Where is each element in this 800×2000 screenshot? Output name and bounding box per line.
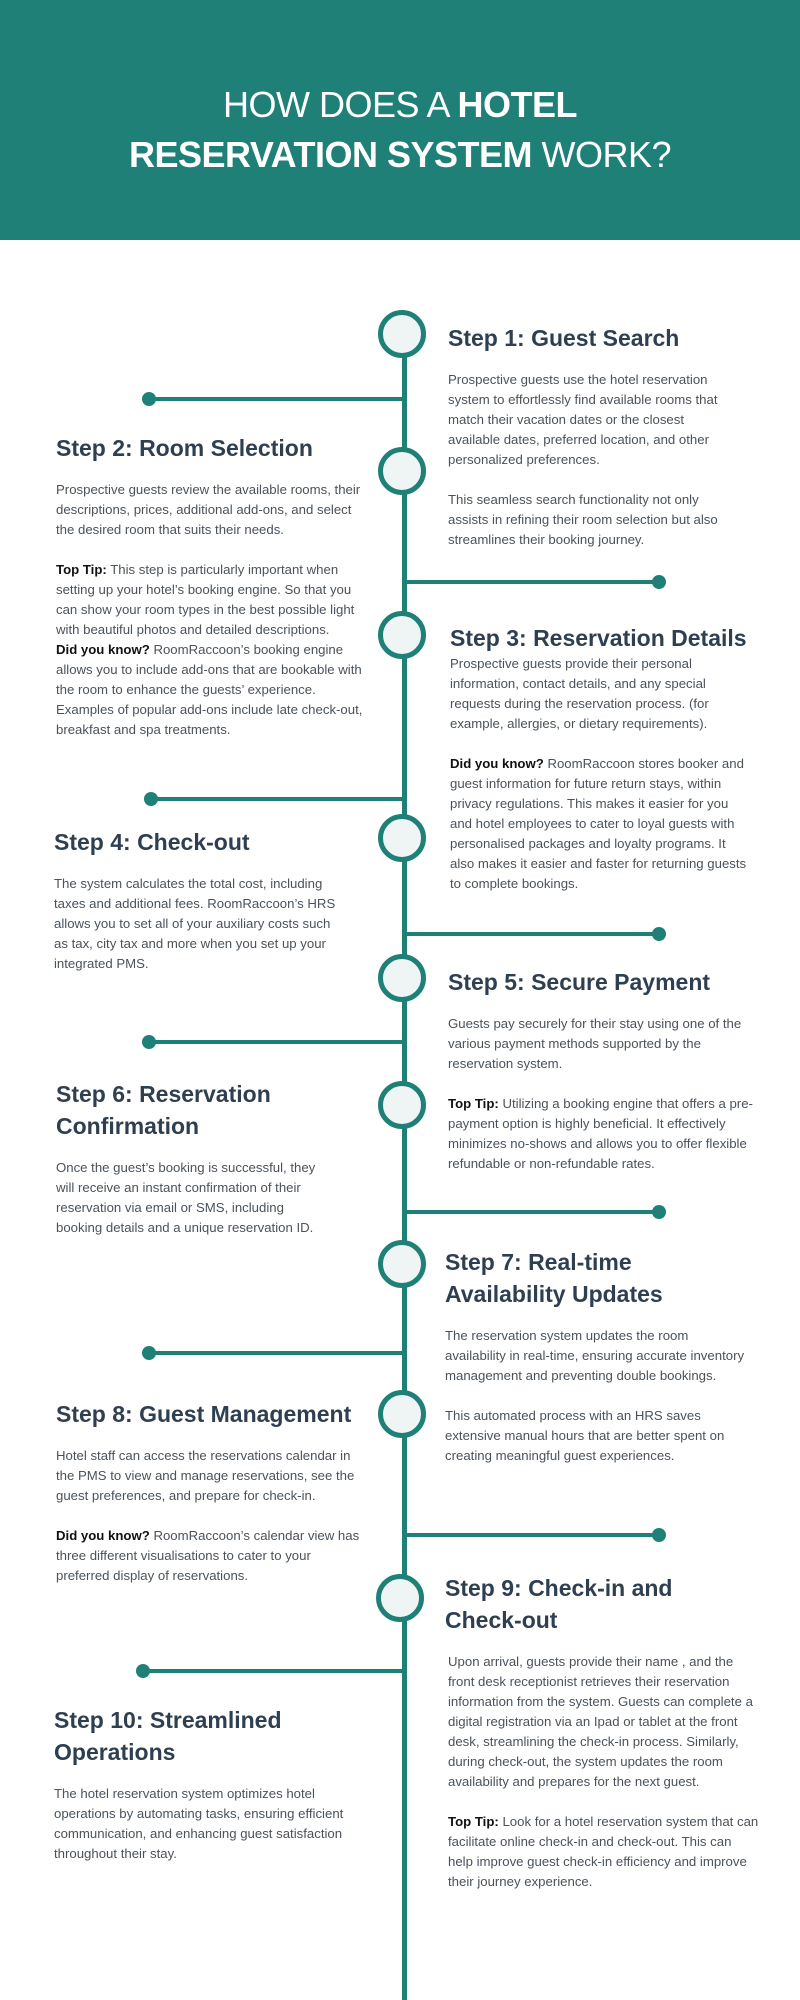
step-8-title: Step 8: Guest Management	[56, 1401, 352, 1427]
timeline-node-8	[378, 1390, 426, 1438]
connector-line	[150, 1351, 404, 1355]
step-8-card: Step 8: Guest Management Hotel staff can…	[56, 1398, 366, 1606]
step-7-text: The reservation system updates the room …	[445, 1328, 745, 1383]
connector-dot	[144, 792, 158, 806]
step-7-title: Step 7: Real-time Availability Updates	[445, 1249, 663, 1307]
connector-line	[404, 1533, 660, 1537]
connector-line	[150, 397, 404, 401]
step-4-text: The system calculates the total cost, in…	[54, 876, 336, 971]
timeline-node-1	[378, 310, 426, 358]
connector-dot	[142, 1035, 156, 1049]
step-8-did-you-know: Did you know? RoomRaccoon’s calendar vie…	[56, 1528, 360, 1583]
timeline-node-7	[378, 1240, 426, 1288]
step-4-card: Step 4: Check-out The system calculates …	[54, 826, 344, 994]
timeline-node-4	[378, 814, 426, 862]
step-6-card: Step 6: Reservation Confirmation Once th…	[56, 1078, 316, 1258]
connector-dot	[142, 1346, 156, 1360]
connector-line	[404, 1210, 660, 1214]
step-1-text-2: This seamless search functionality not o…	[448, 492, 718, 547]
timeline-node-2	[378, 447, 426, 495]
connector-dot	[136, 1664, 150, 1678]
step-2-card: Step 2: Room Selection Prospective guest…	[56, 432, 368, 760]
step-2-did-you-know: Did you know? RoomRaccoon’s booking engi…	[56, 642, 363, 737]
timeline-node-6	[378, 1081, 426, 1129]
connector-dot	[652, 1205, 666, 1219]
step-1-title: Step 1: Guest Search	[448, 325, 680, 351]
step-10-card: Step 10: Streamlined Operations The hote…	[54, 1704, 354, 1884]
step-10-text: The hotel reservation system optimizes h…	[54, 1786, 344, 1861]
step-7-text-2: This automated process with an HRS saves…	[445, 1408, 725, 1463]
connector-line	[404, 932, 660, 936]
timeline-node-3	[378, 611, 426, 659]
connector-dot	[652, 575, 666, 589]
step-10-title: Step 10: Streamlined Operations	[54, 1707, 282, 1765]
step-6-text: Once the guest’s booking is successful, …	[56, 1160, 316, 1235]
step-7-card: Step 7: Real-time Availability Updates T…	[445, 1246, 750, 1486]
step-9-card: Step 9: Check-in and Check-out Upon arri…	[445, 1572, 760, 1912]
step-4-title: Step 4: Check-out	[54, 829, 250, 855]
step-5-text: Guests pay securely for their stay using…	[448, 1016, 742, 1071]
step-5-card: Step 5: Secure Payment Guests pay secure…	[448, 966, 768, 1194]
connector-dot	[142, 392, 156, 406]
step-3-did-you-know: Did you know? RoomRaccoon stores booker …	[450, 756, 747, 891]
step-9-tip: Top Tip: Look for a hotel reservation sy…	[448, 1814, 759, 1889]
timeline-node-9	[376, 1574, 424, 1622]
timeline-spine	[402, 340, 407, 2000]
step-3-title: Step 3: Reservation Details	[450, 625, 747, 651]
timeline-node-5	[378, 954, 426, 1002]
step-6-title: Step 6: Reservation Confirmation	[56, 1081, 271, 1139]
connector-line	[404, 580, 660, 584]
step-1-text: Prospective guests use the hotel reserva…	[448, 372, 718, 467]
connector-line	[150, 1040, 404, 1044]
step-2-text: Prospective guests review the available …	[56, 482, 361, 537]
step-9-text: Upon arrival, guests provide their name …	[448, 1654, 753, 1789]
step-1-card: Step 1: Guest Search Prospective guests …	[448, 322, 738, 570]
step-5-tip: Top Tip: Utilizing a booking engine that…	[448, 1096, 753, 1171]
connector-line	[152, 797, 404, 801]
step-5-title: Step 5: Secure Payment	[448, 969, 711, 995]
connector-line	[144, 1669, 404, 1673]
step-9-title: Step 9: Check-in and Check-out	[445, 1575, 673, 1633]
step-2-tip: Top Tip: This step is particularly impor…	[56, 562, 355, 637]
connector-dot	[652, 927, 666, 941]
step-3-text: Prospective guests provide their persona…	[450, 656, 709, 731]
step-2-title: Step 2: Room Selection	[56, 435, 313, 461]
step-3-card: Step 3: Reservation Details Prospective …	[450, 622, 750, 914]
step-8-text: Hotel staff can access the reservations …	[56, 1448, 355, 1503]
connector-dot	[652, 1528, 666, 1542]
